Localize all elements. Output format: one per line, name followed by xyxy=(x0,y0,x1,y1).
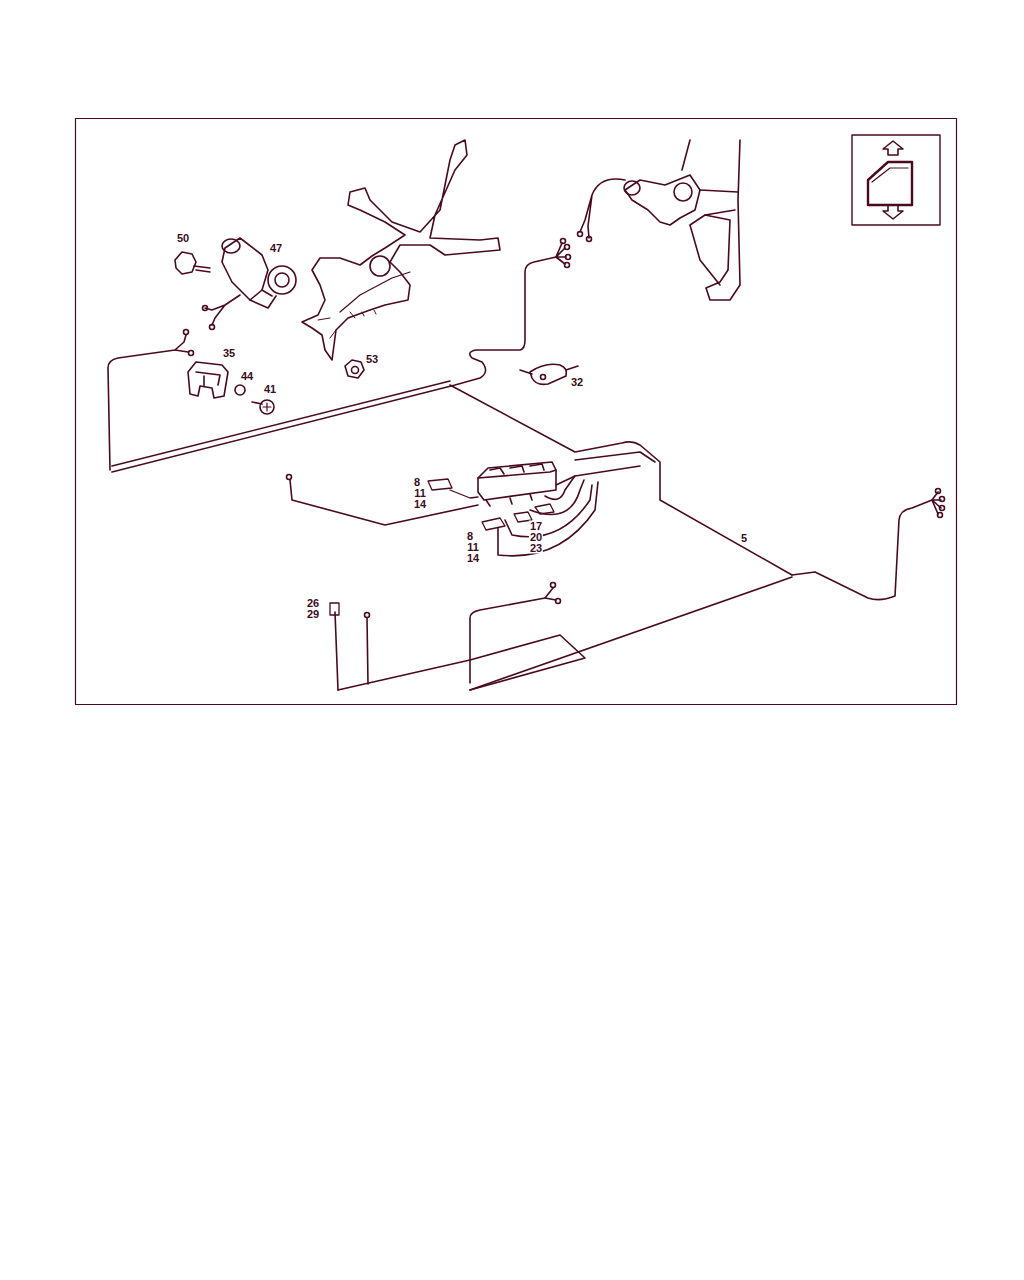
callout-number: 11 xyxy=(413,488,427,499)
wiring-harness xyxy=(108,239,945,691)
nut xyxy=(345,360,364,378)
window-regulator xyxy=(302,140,500,360)
callout-number: 5 xyxy=(740,533,748,544)
pinion-screw xyxy=(175,252,210,274)
callout-number: 41 xyxy=(263,384,277,395)
callout-number: 14 xyxy=(413,499,427,510)
callout-number: 26 xyxy=(306,598,320,609)
callout-number: 47 xyxy=(269,243,283,254)
door-icon xyxy=(852,135,940,225)
bracket xyxy=(188,362,228,398)
callout-number: 11 xyxy=(466,542,480,553)
callout-number: 50 xyxy=(176,233,190,244)
callout-number: 23 xyxy=(529,543,543,554)
callout-number: 32 xyxy=(570,377,584,388)
callout-number: 20 xyxy=(529,532,543,543)
window-regulator xyxy=(578,140,741,300)
window-motor xyxy=(203,238,297,330)
connector-plug xyxy=(330,479,554,615)
callout-number: 8 xyxy=(413,477,421,488)
callout-number: 44 xyxy=(240,371,254,382)
callout-number: 17 xyxy=(529,521,543,532)
callout-number: 35 xyxy=(222,348,236,359)
callout-number: 29 xyxy=(306,609,320,620)
screw xyxy=(252,400,274,414)
callout-number: 14 xyxy=(466,553,480,564)
washer xyxy=(235,385,245,395)
switch-module xyxy=(478,462,598,556)
callout-number: 8 xyxy=(466,531,474,542)
callout-number: 53 xyxy=(365,354,379,365)
